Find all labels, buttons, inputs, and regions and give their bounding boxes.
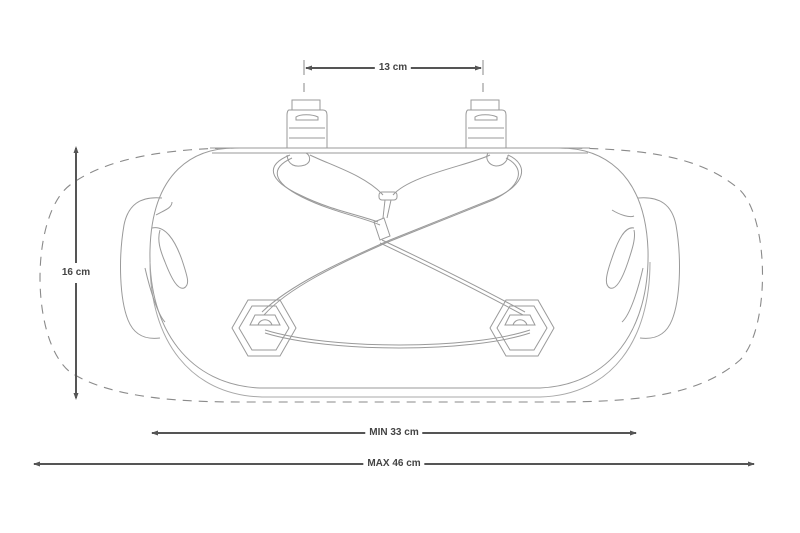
right-end-closure <box>605 197 680 339</box>
left-strap-buckle <box>286 99 328 167</box>
right-strap-buckle <box>465 99 509 167</box>
max-width-label: MAX 46 cm <box>363 458 425 470</box>
min-width-label: MIN 33 cm <box>365 427 423 439</box>
strap-spacing-label: 13 cm <box>374 62 412 74</box>
right-hex-anchor <box>489 299 555 357</box>
height-label: 16 cm <box>61 263 91 283</box>
cord-lock <box>373 191 398 241</box>
bag-body <box>149 147 651 398</box>
left-hex-anchor <box>231 299 297 357</box>
bungee-cord <box>261 154 531 349</box>
left-end-closure <box>120 197 189 339</box>
max-extent-dashed-outline <box>39 147 764 403</box>
